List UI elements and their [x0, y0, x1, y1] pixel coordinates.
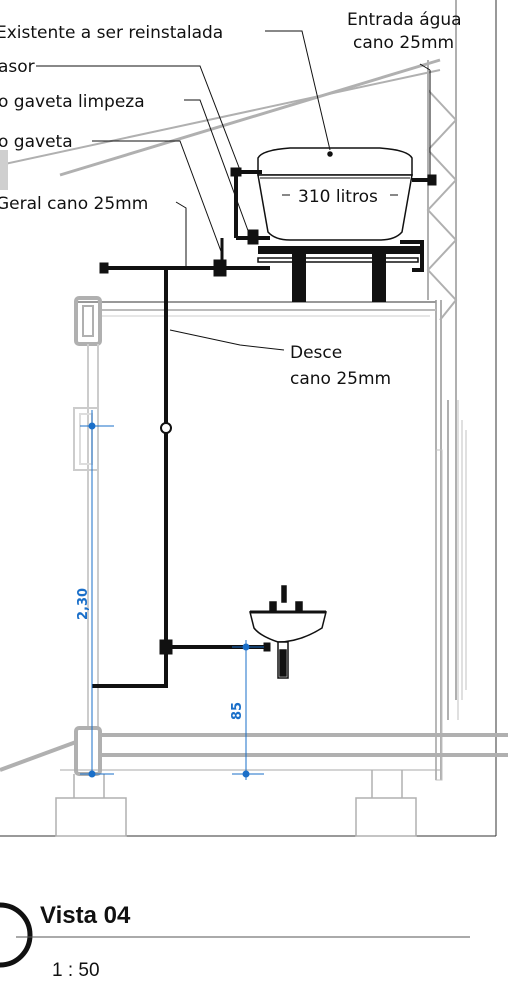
view-title: Vista 04: [40, 902, 131, 929]
dimension-height-total: [80, 410, 114, 778]
view-title-block: [0, 902, 470, 968]
label-gaveta: o gaveta: [0, 132, 73, 152]
view-scale: 1 : 50: [52, 960, 100, 981]
label-desce-line1: Desce: [290, 343, 342, 363]
label-desce-line2: cano 25mm: [290, 369, 391, 389]
right-wall-truss: [426, 0, 458, 780]
label-tank-capacity: 310 litros: [298, 187, 378, 207]
label-existente: Existente a ser reinstalada: [0, 23, 223, 43]
sink: [249, 585, 327, 679]
water-tank: [257, 147, 413, 241]
floor-slab: [0, 726, 508, 776]
label-geral: Geral cano 25mm: [0, 194, 148, 214]
label-entrada-line2: cano 25mm: [353, 33, 454, 53]
leader-lines: [36, 30, 431, 351]
label-asor: asor: [0, 57, 35, 77]
right-siding: [435, 400, 467, 781]
label-entrada-line1: Entrada água: [347, 10, 462, 30]
dimension-label-total: 2,30: [76, 588, 91, 620]
ceiling-slab: [78, 301, 436, 317]
dimension-label-sink: 85: [230, 702, 245, 720]
foundations: [55, 770, 417, 837]
pipes: [92, 70, 437, 688]
label-gaveta-limpeza: o gaveta limpeza: [0, 92, 145, 112]
tank-support: [257, 246, 420, 302]
left-pillar: [73, 296, 102, 730]
dimension-height-sink: [232, 640, 264, 780]
